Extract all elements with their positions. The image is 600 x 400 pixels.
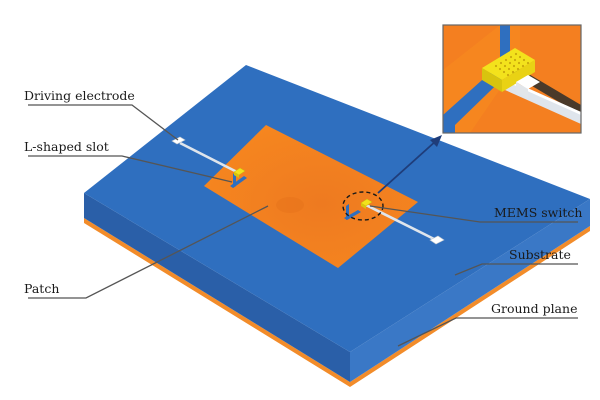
label-driving-electrode: Driving electrode [24,88,135,103]
label-l-shaped-slot: L-shaped slot [24,139,109,154]
label-substrate: Substrate [509,247,571,262]
substrate-right-face [350,199,590,382]
patch [204,125,418,268]
leader-mems-switch [369,205,578,223]
leader-substrate [454,263,578,276]
mems-switch-right [360,198,373,207]
driving-electrode-pad-right [429,235,445,245]
inset-pointer-arrow [377,139,438,194]
driving-electrode-line-left [179,141,238,174]
driving-electrode-line-right [365,203,437,242]
leader-driving-electrode [28,104,179,141]
leader-l-shaped-slot [28,155,233,183]
label-ground-plane: Ground plane [491,301,577,316]
mems-switch-highlight-circle [342,191,384,221]
inset-zoom-view [442,24,582,134]
label-mems-switch: MEMS switch [494,205,582,220]
substrate-front-face [84,193,350,382]
mems-switch-zoomed [482,48,535,80]
leader-ground-plane [397,317,578,347]
driving-electrode-pad-left [171,136,186,145]
leader-patch [28,205,269,299]
label-patch: Patch [24,281,59,296]
